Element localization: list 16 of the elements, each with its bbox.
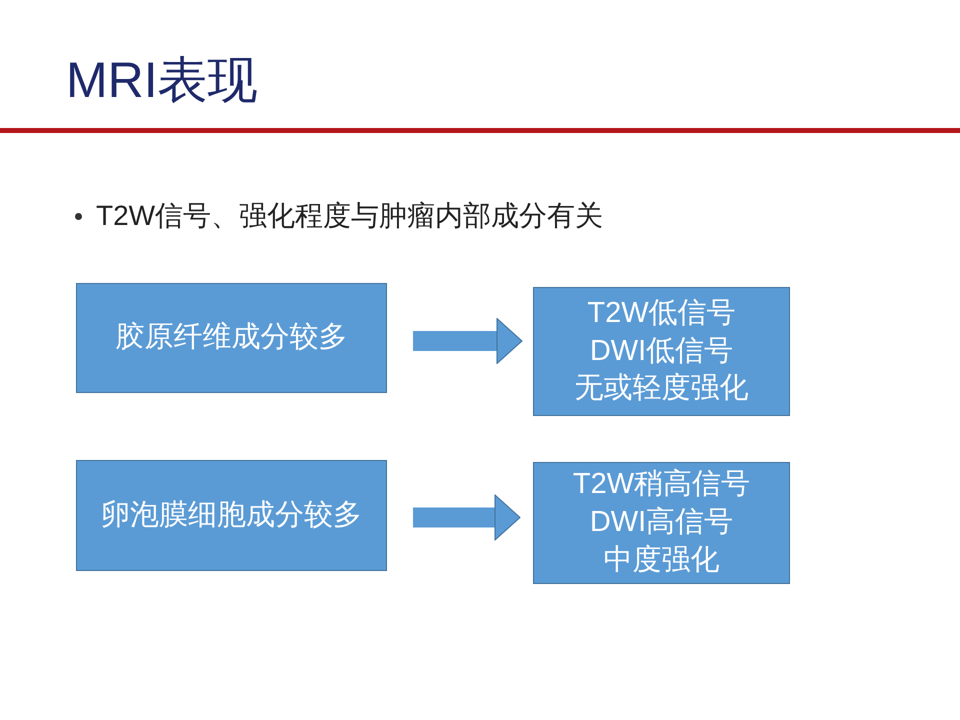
box-text: T2W稍高信号 (572, 467, 750, 502)
box-text: 无或轻度强化 (574, 371, 748, 406)
process-box (76, 283, 387, 393)
process-box (76, 460, 387, 571)
box-text: T2W低信号 (587, 296, 736, 331)
process-box (533, 287, 790, 416)
block-arrow (413, 318, 522, 364)
bullet-text: T2W信号、强化程度与肿瘤内部成分有关 (96, 199, 604, 233)
block-arrow (413, 494, 520, 540)
box-text: DWI低信号 (590, 334, 734, 369)
box-text: DWI高信号 (590, 505, 734, 540)
process-box (533, 462, 790, 584)
box-text: 胶原纤维成分较多 (116, 320, 348, 356)
slide-title: MRI表现 (66, 51, 258, 110)
box-text: 卵泡膜细胞成分较多 (101, 498, 362, 533)
box-text: 中度强化 (604, 542, 720, 578)
